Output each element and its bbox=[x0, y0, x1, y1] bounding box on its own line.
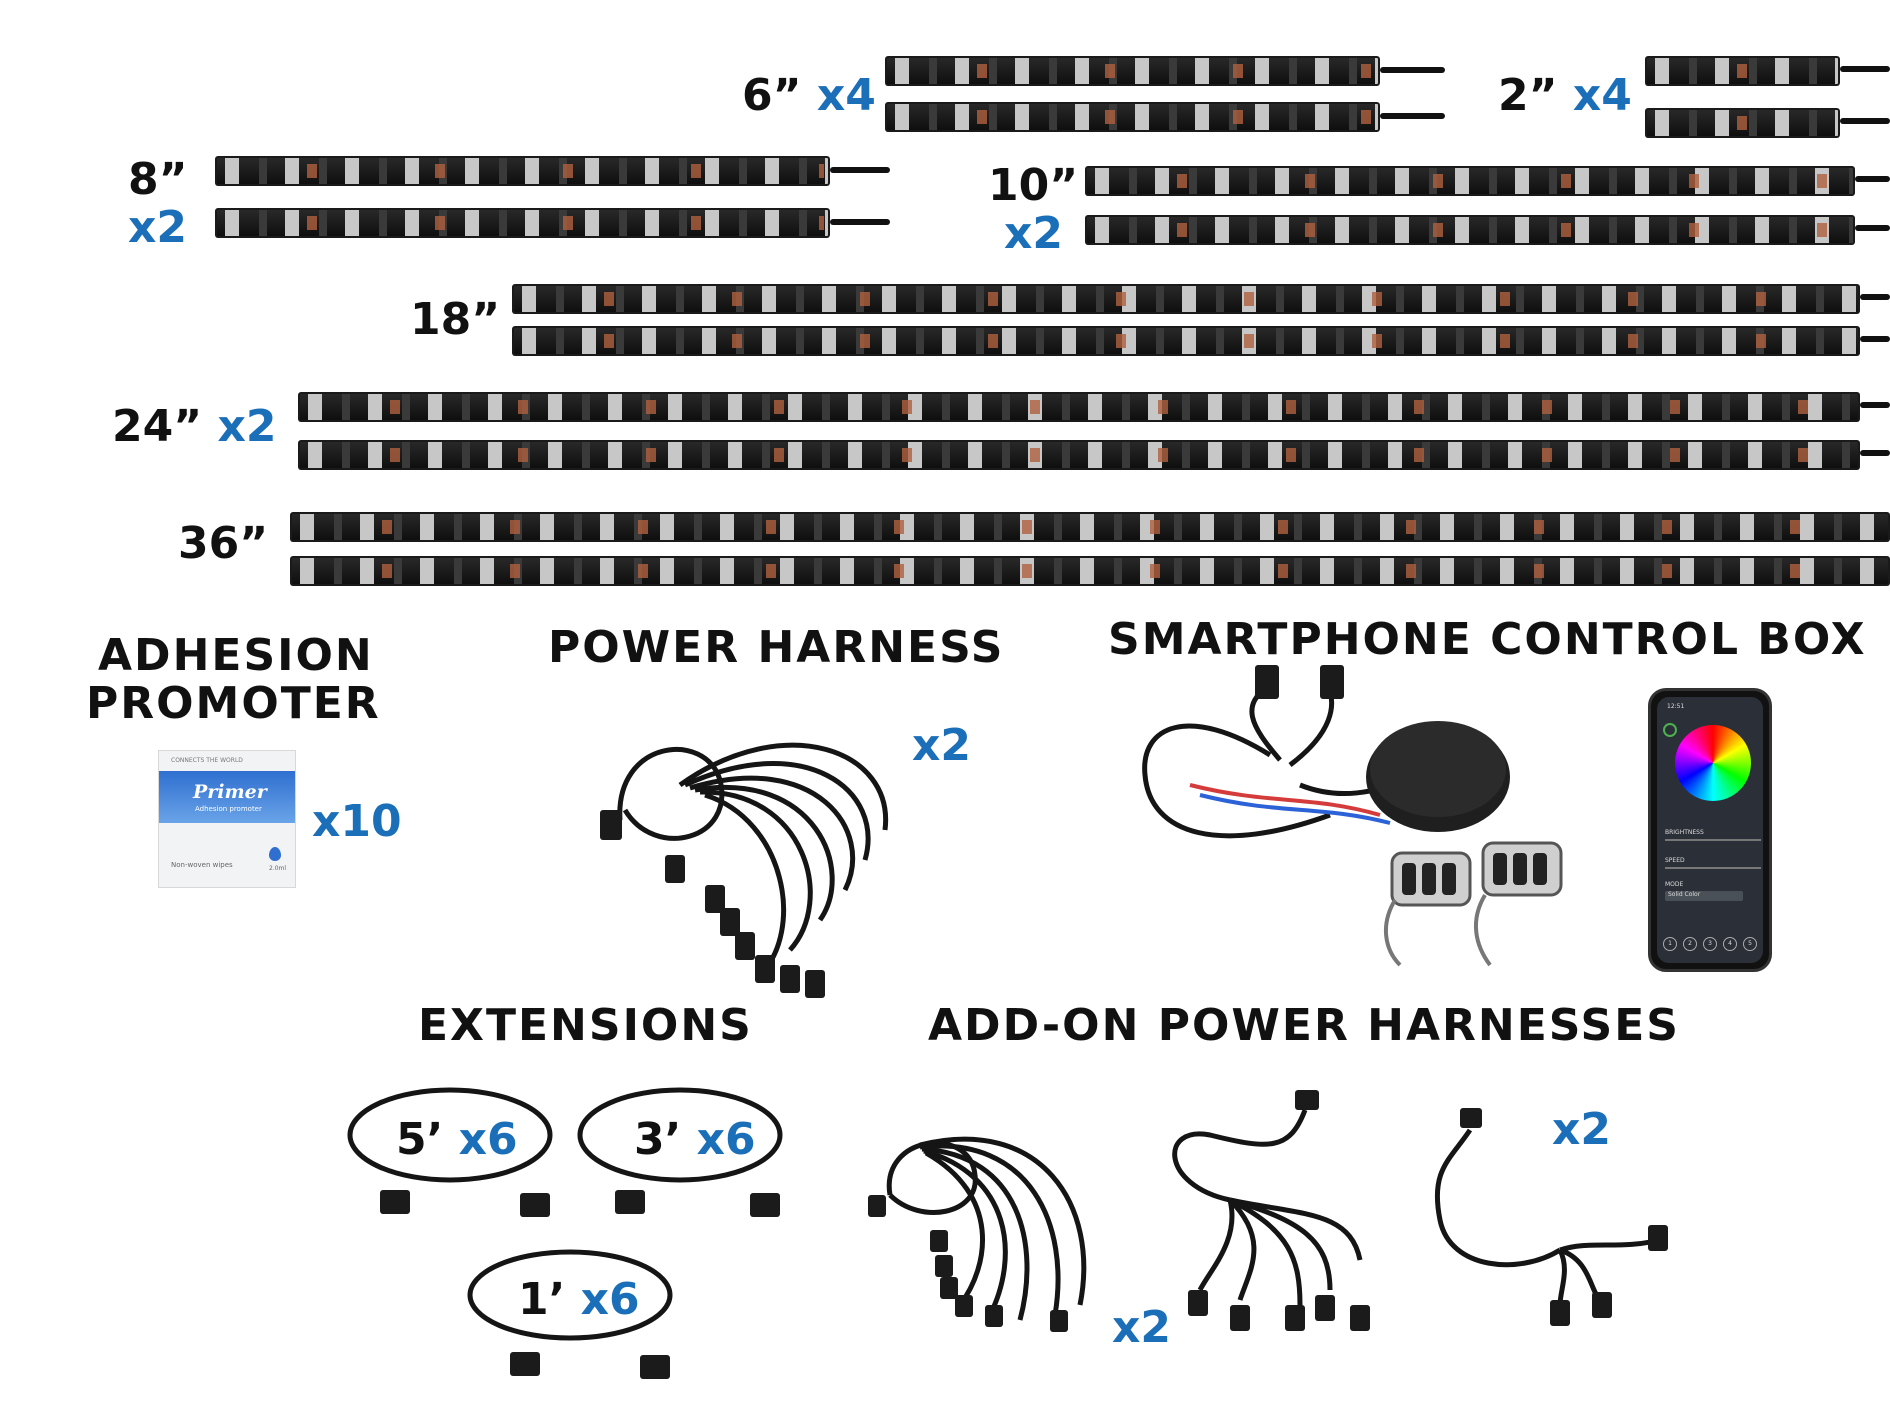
strip-6in-top-wire bbox=[1380, 67, 1445, 73]
strip-10in-bottom bbox=[1085, 215, 1855, 245]
smartphone: 12:51 BRIGHTNESS SPEED MODE Solid Color … bbox=[1648, 688, 1772, 972]
strip-2in-qty: x4 bbox=[1572, 70, 1632, 121]
strip-6in-bottom bbox=[885, 102, 1380, 132]
extensions-title: EXTENSIONS bbox=[418, 1000, 753, 1051]
primer-vol: 2.0ml bbox=[269, 865, 287, 872]
preset-button-5[interactable]: 5 bbox=[1743, 937, 1757, 951]
strip-24in-label: 24” x2 bbox=[112, 405, 276, 449]
preset-buttons: 1 2 3 4 5 bbox=[1663, 937, 1757, 951]
extension-5ft-size: 5’ bbox=[396, 1114, 444, 1165]
extension-1ft-label: 1’ x6 bbox=[518, 1278, 640, 1322]
brightness-slider[interactable] bbox=[1665, 839, 1761, 841]
preset-button-1[interactable]: 1 bbox=[1663, 937, 1677, 951]
strip-36in-size: 36” bbox=[178, 518, 269, 569]
extension-1ft-image bbox=[467, 1249, 673, 1379]
mode-select[interactable]: Solid Color bbox=[1665, 891, 1743, 901]
phone-time: 12:51 bbox=[1667, 703, 1685, 710]
extension-3ft-qty: x6 bbox=[696, 1114, 756, 1165]
brightness-label: BRIGHTNESS bbox=[1665, 829, 1704, 836]
strip-2in-size: 2” bbox=[1498, 70, 1558, 121]
strip-24in-qty: x2 bbox=[217, 401, 277, 452]
primer-packet: CONNECTS THE WORLD Primer Adhesion promo… bbox=[158, 750, 296, 888]
addon-harness-large-image bbox=[868, 1136, 1087, 1332]
strip-10in-bottom-wire bbox=[1855, 225, 1890, 231]
addon-large-qty: x2 bbox=[1112, 1302, 1171, 1353]
strip-6in-qty: x4 bbox=[816, 70, 876, 121]
control-box-image bbox=[1142, 665, 1563, 967]
mode-label: MODE bbox=[1665, 881, 1684, 888]
adhesion-title-line1: ADHESION bbox=[98, 630, 374, 681]
strip-36in-top bbox=[290, 512, 1890, 542]
strip-18in-top-wire bbox=[1860, 294, 1890, 300]
preset-button-4[interactable]: 4 bbox=[1723, 937, 1737, 951]
power-icon[interactable] bbox=[1663, 723, 1677, 737]
control-box-title: SMARTPHONE CONTROL BOX bbox=[1108, 614, 1867, 665]
primer-brand: Primer bbox=[193, 781, 267, 803]
strip-2in-label: 2” x4 bbox=[1498, 74, 1632, 118]
strip-24in-size: 24” bbox=[112, 401, 203, 452]
strip-2in-bottom-wire bbox=[1840, 118, 1890, 124]
strip-8in-bottom-wire bbox=[830, 219, 890, 225]
strip-6in-top bbox=[885, 56, 1380, 86]
strip-10in-top-wire bbox=[1855, 176, 1890, 182]
addon-small-qty: x2 bbox=[1552, 1104, 1611, 1155]
power-harness-qty: x2 bbox=[912, 720, 971, 771]
extension-3ft-label: 3’ x6 bbox=[634, 1118, 756, 1162]
extension-3ft-image bbox=[577, 1087, 783, 1217]
extension-5ft-qty: x6 bbox=[458, 1114, 518, 1165]
primer-packet-band bbox=[159, 771, 295, 823]
power-harness-title: POWER HARNESS bbox=[548, 622, 1005, 673]
strip-36in-bottom bbox=[290, 556, 1890, 586]
strip-10in-qty: x2 bbox=[1004, 208, 1063, 259]
droplet-icon bbox=[269, 847, 281, 861]
speed-slider[interactable] bbox=[1665, 867, 1761, 869]
power-harness-image bbox=[600, 742, 889, 998]
strip-10in-top bbox=[1085, 166, 1855, 196]
primer-packet-top: CONNECTS THE WORLD bbox=[171, 757, 243, 764]
strip-8in-top bbox=[215, 156, 830, 186]
color-wheel bbox=[1675, 725, 1751, 801]
strip-18in-size: 18” bbox=[410, 294, 501, 345]
preset-button-2[interactable]: 2 bbox=[1683, 937, 1697, 951]
strip-24in-bottom-wire bbox=[1860, 450, 1890, 456]
extension-1ft-size: 1’ bbox=[518, 1274, 566, 1325]
extension-3ft-size: 3’ bbox=[634, 1114, 682, 1165]
strip-2in-top-wire bbox=[1840, 66, 1890, 72]
strip-8in-top-wire bbox=[830, 167, 890, 173]
strip-8in-size: 8” bbox=[128, 154, 188, 205]
addon-title: ADD-ON POWER HARNESSES bbox=[928, 1000, 1680, 1051]
primer-wipes: Non-woven wipes bbox=[171, 861, 233, 869]
strip-10in-size: 10” bbox=[988, 160, 1079, 211]
addon-harness-medium-image bbox=[1172, 1090, 1370, 1331]
extension-1ft-qty: x6 bbox=[580, 1274, 640, 1325]
adhesion-title-line2: PROMOTER bbox=[86, 678, 381, 729]
extension-5ft-label: 5’ x6 bbox=[396, 1118, 518, 1162]
extension-5ft-image bbox=[347, 1087, 553, 1217]
strip-24in-top bbox=[298, 392, 1860, 422]
addon-harness-small-image bbox=[1434, 1108, 1668, 1326]
strip-6in-label: 6” x4 bbox=[742, 74, 876, 118]
strip-2in-bottom bbox=[1645, 108, 1840, 138]
strip-24in-top-wire bbox=[1860, 402, 1890, 408]
strip-18in-bottom-wire bbox=[1860, 336, 1890, 342]
strip-6in-size: 6” bbox=[742, 70, 802, 121]
preset-button-3[interactable]: 3 bbox=[1703, 937, 1717, 951]
primer-sub: Adhesion promoter bbox=[195, 805, 262, 813]
strip-24in-bottom bbox=[298, 440, 1860, 470]
strip-6in-bottom-wire bbox=[1380, 113, 1445, 119]
phone-screen: 12:51 BRIGHTNESS SPEED MODE Solid Color … bbox=[1657, 697, 1763, 963]
strip-8in-bottom bbox=[215, 208, 830, 238]
strip-2in-top bbox=[1645, 56, 1840, 86]
strip-18in-bottom bbox=[512, 326, 1860, 356]
speed-label: SPEED bbox=[1665, 857, 1685, 864]
adhesion-qty: x10 bbox=[312, 796, 402, 847]
strip-18in-top bbox=[512, 284, 1860, 314]
strip-8in-qty: x2 bbox=[128, 202, 187, 253]
